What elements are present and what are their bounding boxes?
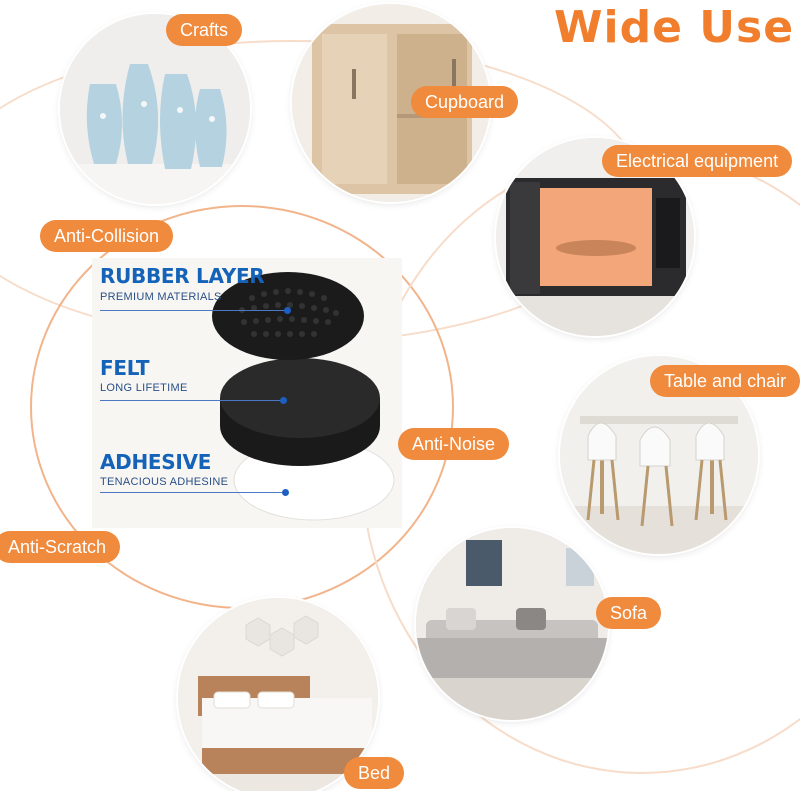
benefit-label-anti-collision: Anti-Collision xyxy=(40,220,174,252)
use-label-bed: Bed xyxy=(344,757,405,789)
leader-line-felt xyxy=(100,400,284,401)
leader-dot-felt xyxy=(280,397,287,404)
benefit-label-anti-scratch: Anti-Scratch xyxy=(0,531,121,563)
leader-dot-rubber xyxy=(284,307,291,314)
leader-line-rubber xyxy=(100,310,288,311)
leader-dot-adhesive xyxy=(282,489,289,496)
layer-title-rubber: RUBBER LAYER xyxy=(100,264,265,288)
use-label-crafts: Crafts xyxy=(166,14,243,46)
use-label-sofa: Sofa xyxy=(596,597,662,629)
layer-desc-adhesive: TENACIOUS ADHESINE xyxy=(100,476,229,488)
layer-desc-felt: LONG LIFETIME xyxy=(100,382,188,394)
layer-title-adhesive: ADHESIVE xyxy=(100,450,212,474)
cupboard-illustration xyxy=(292,4,490,202)
use-label-electrical: Electrical equipment xyxy=(602,145,793,177)
sofa-illustration xyxy=(416,528,608,720)
leader-line-adhesive xyxy=(100,492,286,493)
page-title: Wide Use xyxy=(554,2,795,53)
layer-title-felt: FELT xyxy=(100,356,150,380)
use-label-cupboard: Cupboard xyxy=(411,86,519,118)
sofa-photo xyxy=(416,528,608,720)
bed-photo xyxy=(178,598,378,791)
benefit-label-anti-noise: Anti-Noise xyxy=(398,428,510,460)
layer-desc-rubber: PREMIUM MATERIALS xyxy=(100,291,222,303)
pad-layers-diagram: RUBBER LAYER PREMIUM MATERIALS FELT LONG… xyxy=(92,258,402,528)
cupboard-photo xyxy=(292,4,490,202)
use-label-table-chair: Table and chair xyxy=(650,365,800,397)
pad-layers-illustration xyxy=(212,272,395,521)
